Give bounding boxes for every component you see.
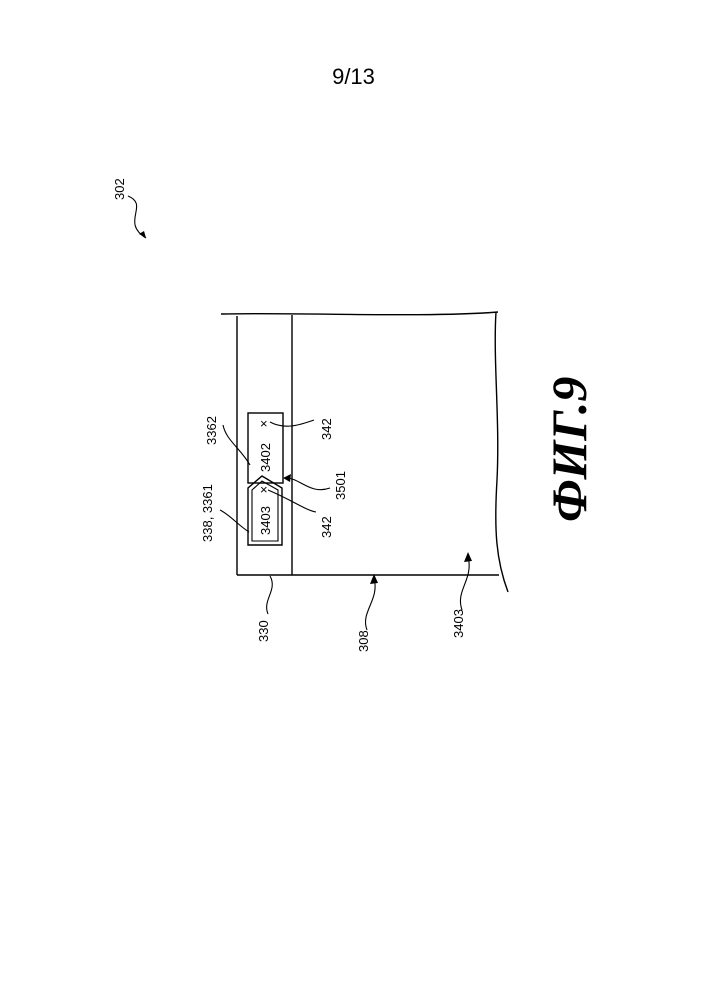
close-icon[interactable]: ×	[260, 482, 268, 497]
label-3501: 3501	[333, 471, 348, 500]
tab-3402-label: 3402	[258, 443, 273, 472]
leader-330	[267, 576, 273, 614]
close-icon[interactable]: ×	[260, 416, 268, 431]
arrowhead-302	[139, 231, 146, 238]
label-342-bottom: 342	[319, 516, 334, 538]
tab-3403-label: 3403	[258, 506, 273, 535]
arrowhead-3501	[283, 474, 291, 482]
arrowhead-3403-content	[464, 552, 472, 562]
leader-308	[365, 578, 375, 630]
label-330: 330	[256, 620, 271, 642]
label-308: 308	[356, 630, 371, 652]
figure-caption: ФИГ.9	[541, 377, 597, 522]
label-3362: 3362	[204, 416, 219, 445]
leader-338-3361	[220, 510, 249, 532]
label-338-3361: 338, 3361	[200, 484, 215, 542]
label-302: 302	[112, 178, 127, 200]
leader-3403-content	[460, 556, 469, 610]
label-342-top: 342	[319, 418, 334, 440]
label-3403-content: 3403	[451, 609, 466, 638]
